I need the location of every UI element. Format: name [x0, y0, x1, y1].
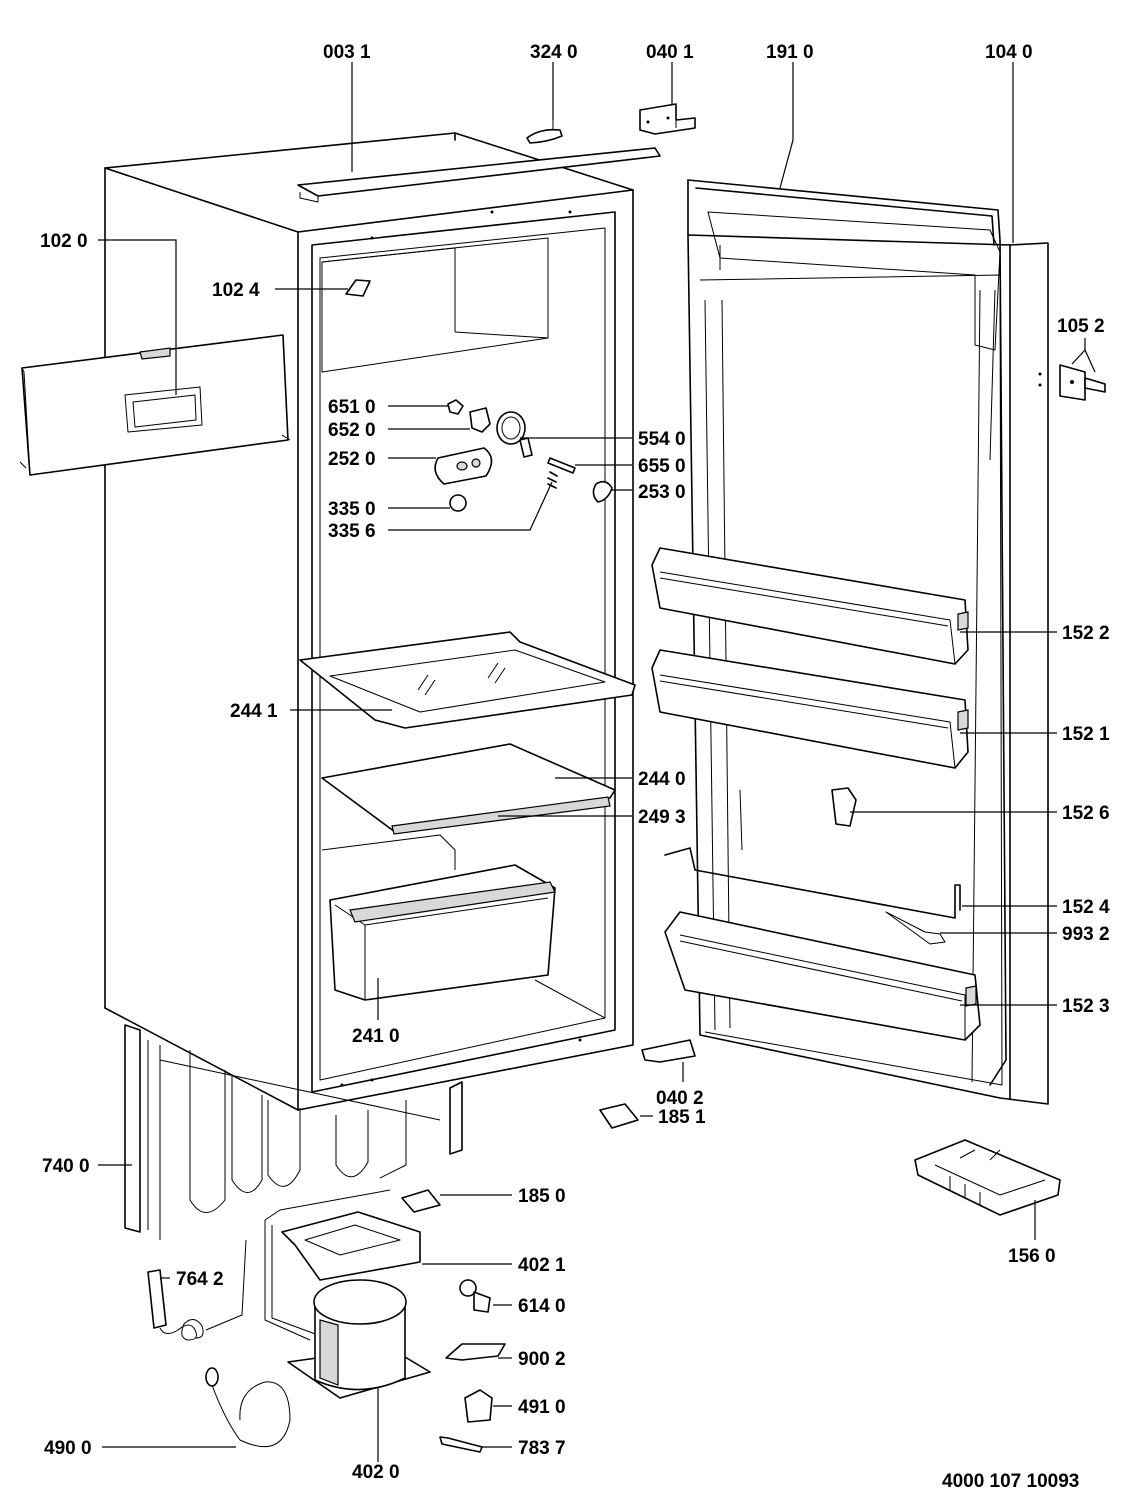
label-651-0: 651 0 [328, 397, 376, 418]
vegetable-crisper [329, 864, 556, 1001]
drier-capillary [147, 1239, 247, 1341]
side-hinge-bracket [1038, 364, 1106, 401]
compressor [287, 1279, 431, 1399]
label-783-7: 783 7 [518, 1438, 566, 1459]
refrigerant-piping [264, 1189, 391, 1341]
label-104-0: 104 0 [985, 42, 1033, 63]
label-249-3: 249 3 [638, 807, 686, 828]
thermostat-assembly [434, 399, 613, 512]
part-185-0-cover [401, 1189, 441, 1213]
label-402-1: 402 1 [518, 1255, 566, 1276]
part-102-4-clip [345, 279, 371, 297]
glass-shelf-with-frame [299, 631, 636, 729]
label-102-4: 102 4 [212, 280, 260, 301]
label-185-1: 185 1 [658, 1107, 706, 1128]
label-764-2: 764 2 [176, 1269, 224, 1290]
label-156-0: 156 0 [1008, 1246, 1056, 1267]
label-324-0: 324 0 [530, 42, 578, 63]
part-491-0-cover [464, 1389, 493, 1423]
label-490-0: 490 0 [44, 1438, 92, 1459]
label-652-0: 652 0 [328, 420, 376, 441]
label-152-4: 152 4 [1062, 897, 1110, 918]
part-labels: 003 1 324 0 040 1 191 0 104 0 102 0 102 … [40, 42, 1110, 1492]
part-993-2-sensor [885, 911, 946, 945]
label-152-1: 152 1 [1062, 724, 1110, 745]
compressor-mount-bracket [281, 1211, 421, 1281]
upper-hinge-bracket [639, 103, 696, 135]
door-shelf-lower [664, 911, 981, 1041]
part-783-7-pin [439, 1436, 483, 1453]
part-900-2-cable-clip [445, 1343, 506, 1361]
top-cover-rail [297, 147, 661, 203]
label-152-3: 152 3 [1062, 996, 1110, 1017]
label-152-6: 152 6 [1062, 803, 1110, 824]
bottle-retainer-rail [664, 847, 961, 919]
label-402-0: 402 0 [352, 1462, 400, 1483]
egg-holder-clip [831, 787, 857, 827]
glass-plate [321, 743, 616, 833]
document-number: 4000 107 10093 [942, 1471, 1079, 1492]
condenser-coil [124, 1024, 463, 1240]
part-324-0-clip [526, 128, 563, 144]
freezer-door-flap [19, 334, 291, 476]
label-253-0: 253 0 [638, 482, 686, 503]
ice-cube-tray [914, 1139, 1061, 1216]
label-740-0: 740 0 [42, 1156, 90, 1177]
label-335-6: 335 6 [328, 521, 376, 542]
label-040-2: 040 2 [656, 1088, 704, 1109]
power-cord [205, 1367, 291, 1448]
label-105-2: 105 2 [1057, 316, 1105, 337]
label-993-2: 993 2 [1062, 924, 1110, 945]
label-900-2: 900 2 [518, 1349, 566, 1370]
label-102-0: 102 0 [40, 231, 88, 252]
label-252-0: 252 0 [328, 449, 376, 470]
label-655-0: 655 0 [638, 456, 686, 477]
door-gasket [687, 179, 1007, 1086]
label-040-1: 040 1 [646, 42, 694, 63]
lower-hinge-bracket [641, 1039, 696, 1063]
label-244-0: 244 0 [638, 769, 686, 790]
label-554-0: 554 0 [638, 429, 686, 450]
label-241-0: 241 0 [352, 1026, 400, 1047]
door-shelf-middle [651, 649, 969, 769]
label-191-0: 191 0 [766, 42, 814, 63]
label-335-0: 335 0 [328, 499, 376, 520]
label-491-0: 491 0 [518, 1397, 566, 1418]
label-003-1: 003 1 [323, 42, 371, 63]
part-185-1-cover [599, 1103, 639, 1129]
relay-614-0 [459, 1279, 491, 1313]
label-185-0: 185 0 [518, 1186, 566, 1207]
label-152-2: 152 2 [1062, 623, 1110, 644]
refrigerator-door [687, 211, 1049, 1105]
leader-lines [98, 62, 1096, 1462]
label-244-1: 244 1 [230, 701, 278, 722]
door-shelf-upper [651, 547, 969, 665]
label-614-0: 614 0 [518, 1296, 566, 1317]
